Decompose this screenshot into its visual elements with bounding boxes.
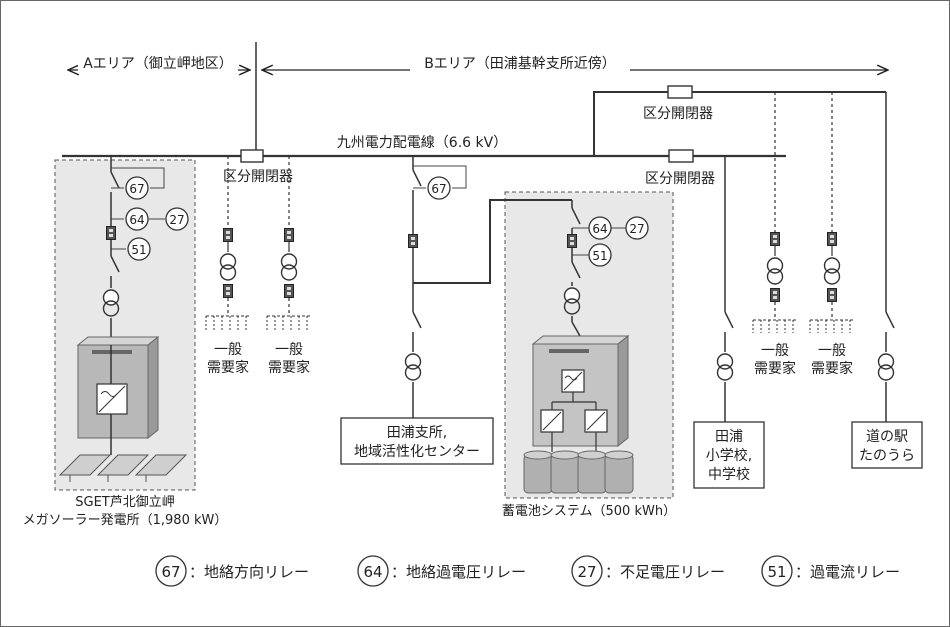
consumer-branch-3	[752, 92, 797, 333]
legend-51-circle	[761, 555, 793, 587]
school-box	[693, 421, 765, 489]
battery-feeder	[563, 200, 581, 337]
relay-27-solar-num: 27	[169, 213, 184, 227]
section-switch-upper-right	[667, 85, 693, 99]
consumer-3-line2: 需要家	[754, 360, 796, 377]
area-a-label: Aエリア（御立岬地区）	[83, 56, 233, 72]
consumer-branch-4	[809, 92, 854, 333]
legend-27-num: 27	[577, 563, 596, 581]
legend-67-num: 67	[161, 563, 180, 581]
relay-67-solar-num: 67	[129, 182, 144, 196]
michinoeki-line1: 道の駅	[866, 429, 908, 445]
battery-pcs-cabinet	[531, 334, 630, 452]
section-switch-center-label: 区分開閉器	[223, 169, 293, 185]
michinoeki-line2: たのうら	[859, 448, 915, 464]
consumer-2-line1: 一般	[275, 342, 303, 358]
upper-loop-line	[593, 91, 886, 156]
legend-64-circle	[357, 555, 389, 587]
school-line2: 小学校,	[706, 447, 752, 464]
relay-51-solar	[127, 237, 151, 261]
section-switch-upper-right-label: 区分開閉器	[643, 106, 713, 122]
michinoeki-feeder	[877, 92, 895, 422]
school-line3: 中学校	[708, 466, 750, 483]
legend-64-num: 64	[363, 563, 382, 581]
tanoura-branch-feeder	[404, 156, 572, 418]
relay-67-tanoura	[427, 176, 451, 200]
consumer-branch-2	[266, 156, 311, 330]
legend-51-num: 51	[767, 563, 786, 581]
battery-system-label: 蓄電池システム（500 kWh）	[502, 504, 676, 519]
relay-27-battery-num: 27	[629, 222, 644, 236]
consumer-1-line1: 一般	[214, 342, 242, 358]
legend-67-circle	[155, 555, 187, 587]
tanoura-branch-box	[340, 417, 494, 465]
relay-51-battery	[588, 243, 612, 267]
legend-64-label: ：地絡過電圧リレー	[391, 563, 526, 581]
section-switch-lower-right	[668, 149, 694, 163]
school-feeder	[716, 156, 734, 422]
solar-pcs-cabinet	[76, 335, 160, 445]
consumer-4-line1: 一般	[818, 343, 846, 359]
school-line1: 田浦	[715, 429, 743, 445]
legend: 67 ：地絡方向リレー 64 ：地絡過電圧リレー 27 ：不足電圧リレー 51 …	[155, 555, 900, 587]
consumer-2-line2: 需要家	[268, 359, 310, 376]
consumer-branch-1	[205, 156, 250, 330]
consumer-4-line2: 需要家	[811, 360, 853, 377]
main-line-label: 九州電力配電線（6.6 kV）	[337, 135, 507, 151]
legend-51-label: ：過電流リレー	[795, 563, 900, 581]
relay-64-battery-num: 64	[592, 222, 607, 236]
legend-67-label: ：地絡方向リレー	[189, 563, 309, 581]
consumer-3-line1: 一般	[761, 343, 789, 359]
relay-27-solar	[165, 207, 189, 231]
relay-67-solar	[125, 176, 149, 200]
relay-67-tanoura-num: 67	[431, 182, 446, 196]
tanoura-branch-line1: 田浦支所,	[387, 425, 447, 441]
relay-27-battery	[625, 216, 649, 240]
legend-27-label: ：不足電圧リレー	[605, 563, 725, 581]
relay-64-solar-num: 64	[129, 213, 144, 227]
consumer-1-line2: 需要家	[207, 359, 249, 376]
relay-51-battery-num: 51	[592, 249, 607, 263]
area-b-label: Bエリア（田浦基幹支所近傍）	[424, 55, 616, 72]
relay-51-solar-num: 51	[131, 243, 146, 257]
solar-plant-name-2: メガソーラー発電所（1,980 kW）	[23, 513, 228, 528]
michinoeki-box	[851, 421, 923, 469]
solar-panels	[58, 445, 188, 482]
legend-27-circle	[571, 555, 603, 587]
battery-cells	[523, 450, 634, 494]
solar-plant-name-1: SGET芦北御立岬	[75, 495, 174, 510]
tanoura-branch-line2: 地域活性化センター	[354, 444, 480, 460]
section-switch-lower-right-label: 区分開閉器	[645, 171, 715, 187]
section-switch-center	[240, 149, 264, 163]
